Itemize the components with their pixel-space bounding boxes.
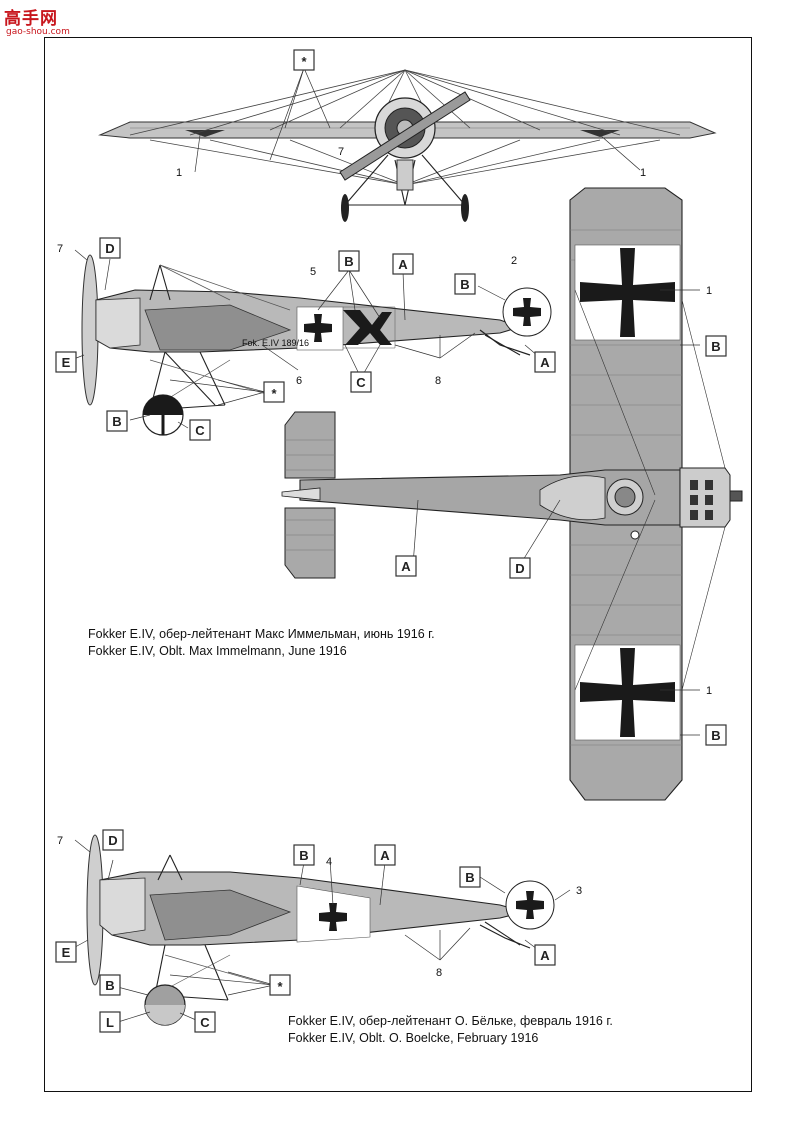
caption-boelcke-en: Fokker E.IV, Oblt. O. Boelcke, February … xyxy=(288,1031,539,1045)
svg-text:A: A xyxy=(540,355,550,370)
label-A-bottom-fuselage: A xyxy=(374,844,396,866)
caption-immelmann-ru: Fokker E.IV, обер-лейтенант Макс Иммельм… xyxy=(88,627,435,641)
label-C-top-fuselage: C xyxy=(350,371,372,393)
callout-4: 4 xyxy=(326,856,332,868)
serial-marking: Fok. E.IV 189/16 xyxy=(242,338,309,348)
label-B-top-tail: B xyxy=(454,273,476,295)
label-asterisk-front: * xyxy=(293,49,315,71)
svg-text:B: B xyxy=(299,848,308,863)
svg-text:*: * xyxy=(271,386,277,401)
label-D-plan: D xyxy=(509,557,531,579)
svg-text:E: E xyxy=(62,945,71,960)
label-E-top: E xyxy=(55,351,77,373)
label-asterisk-bottom: * xyxy=(269,974,291,996)
callout-1-plan-upper: 1 xyxy=(706,285,712,297)
caption-immelmann: Fokker E.IV, обер-лейтенант Макс Иммельм… xyxy=(88,626,435,660)
svg-text:D: D xyxy=(515,561,524,576)
callout-5: 5 xyxy=(310,266,316,278)
callout-2: 2 xyxy=(511,255,517,267)
label-A-plan: A xyxy=(395,555,417,577)
svg-text:B: B xyxy=(105,978,114,993)
callout-7-front: 7 xyxy=(338,146,344,158)
callout-8-top: 8 xyxy=(435,375,441,387)
label-B-plan-wing-upper: B xyxy=(705,335,727,357)
svg-text:B: B xyxy=(460,277,469,292)
watermark-logo: 高手网 gao-shou.com xyxy=(4,4,78,40)
svg-text:A: A xyxy=(401,559,411,574)
drawing-frame xyxy=(44,37,752,1092)
watermark-url: gao-shou.com xyxy=(6,27,70,37)
caption-immelmann-en: Fokker E.IV, Oblt. Max Immelmann, June 1… xyxy=(88,644,347,658)
svg-text:D: D xyxy=(108,833,117,848)
callout-1-front-right: 1 xyxy=(640,167,646,179)
label-C-top-wheel: C xyxy=(189,419,211,441)
svg-text:C: C xyxy=(200,1015,210,1030)
label-B-top-wheel: B xyxy=(106,410,128,432)
label-B-plan-wing-lower: B xyxy=(705,724,727,746)
callout-3: 3 xyxy=(576,885,582,897)
front-view xyxy=(98,69,717,222)
label-E-bottom: E xyxy=(55,941,77,963)
callout-7-top: 7 xyxy=(57,243,63,255)
label-B-bottom-tail: B xyxy=(459,866,481,888)
callout-1-front-left: 1 xyxy=(176,167,182,179)
svg-text:C: C xyxy=(356,375,366,390)
svg-text:A: A xyxy=(398,257,408,272)
plan-view xyxy=(281,187,743,801)
watermark-site: 高手网 xyxy=(4,9,58,29)
label-L-bottom-wheel: L xyxy=(99,1011,121,1033)
svg-text:B: B xyxy=(112,414,121,429)
label-B-bottom-wheel: B xyxy=(99,974,121,996)
svg-text:*: * xyxy=(277,979,283,994)
svg-text:*: * xyxy=(301,54,307,69)
callout-8-bottom: 8 xyxy=(436,967,442,979)
side-view-immelmann: Fok. E.IV 189/16 xyxy=(81,254,552,436)
svg-text:C: C xyxy=(195,423,205,438)
label-D-bottom: D xyxy=(102,829,124,851)
label-asterisk-top: * xyxy=(263,381,285,403)
label-B-top-fuselage: B xyxy=(338,250,360,272)
label-A-top-fuselage: A xyxy=(392,253,414,275)
svg-text:B: B xyxy=(711,339,720,354)
svg-text:A: A xyxy=(380,848,390,863)
svg-text:B: B xyxy=(465,870,474,885)
label-B-bottom-fuselage: B xyxy=(293,844,315,866)
label-A-bottom-tail: A xyxy=(534,944,556,966)
callout-7-bottom: 7 xyxy=(57,835,63,847)
callout-6: 6 xyxy=(296,375,302,387)
callout-1-plan-lower: 1 xyxy=(706,685,712,697)
side-view-boelcke xyxy=(86,834,555,1026)
svg-text:A: A xyxy=(540,948,550,963)
label-A-top-tail: A xyxy=(534,351,556,373)
caption-boelcke: Fokker E.IV, обер-лейтенант О. Бёльке, ф… xyxy=(288,1013,613,1047)
caption-boelcke-ru: Fokker E.IV, обер-лейтенант О. Бёльке, ф… xyxy=(288,1014,613,1028)
label-C-bottom-wheel: C xyxy=(194,1011,216,1033)
svg-text:B: B xyxy=(344,254,353,269)
svg-text:L: L xyxy=(106,1015,114,1030)
svg-text:E: E xyxy=(62,355,71,370)
svg-text:B: B xyxy=(711,728,720,743)
label-D-top: D xyxy=(99,237,121,259)
svg-text:D: D xyxy=(105,241,114,256)
